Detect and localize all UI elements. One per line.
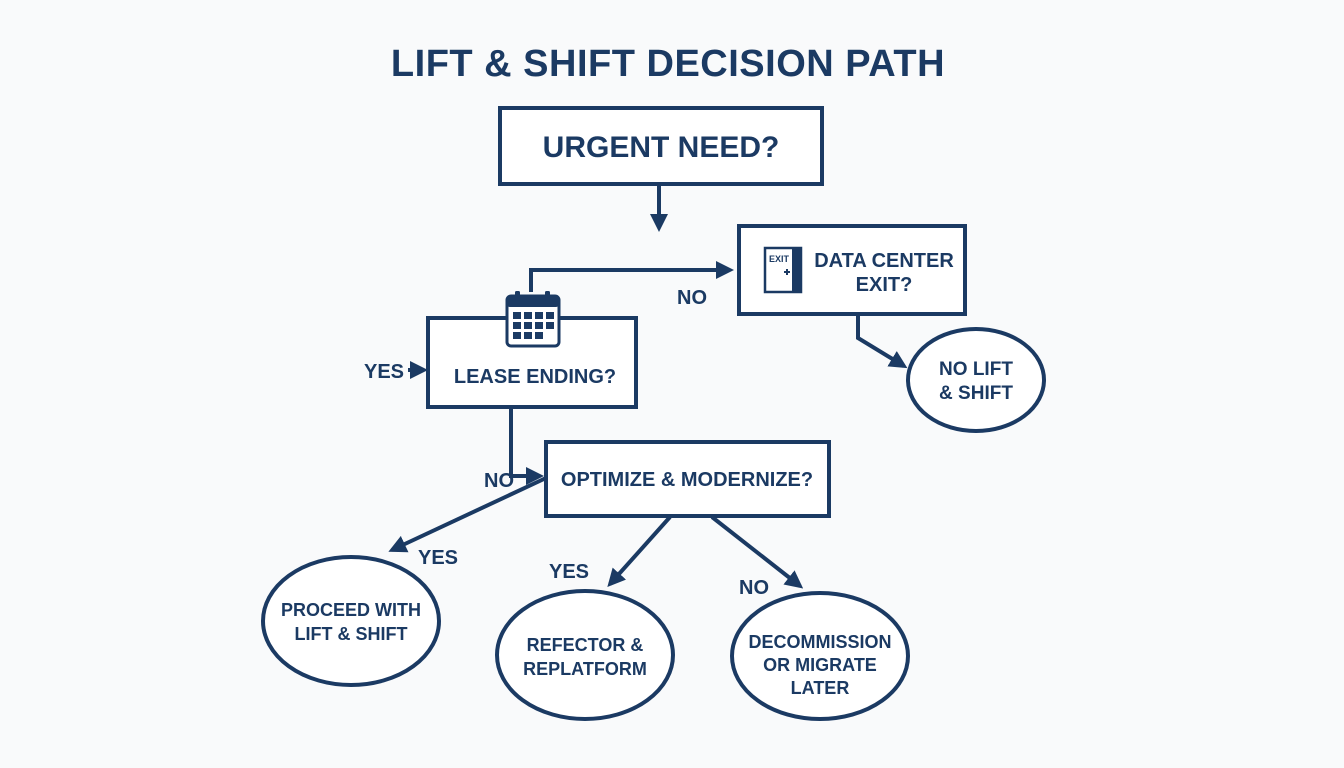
exit-sign-text: EXIT — [769, 254, 790, 264]
edge-to-decommission — [710, 515, 804, 589]
node-proceed-line1: PROCEED WITH — [281, 600, 421, 620]
node-urgent-need-label: URGENT NEED? — [543, 131, 780, 164]
node-no-lift-shift-line1: NO LIFT — [939, 359, 1013, 380]
node-lease-ending-label: LEASE ENDING? — [454, 366, 616, 388]
node-proceed-line2: LIFT & SHIFT — [295, 624, 408, 644]
node-refactor-line2: REPLATFORM — [523, 659, 647, 679]
node-decommission-line3: LATER — [791, 678, 850, 698]
node-no-lift-shift — [906, 327, 1046, 433]
edge-label-urgent-no: NO — [677, 287, 707, 309]
node-decommission — [730, 591, 910, 721]
edge-to-data-center-exit — [529, 261, 734, 292]
edge-to-proceed — [388, 476, 547, 553]
edge-exit-to-no-lift — [856, 316, 908, 369]
node-data-center-exit-line2: EXIT? — [856, 274, 913, 296]
calendar-icon — [505, 291, 561, 348]
edge-label-lease-yes: YES — [364, 361, 404, 383]
node-proceed-lift-shift — [261, 555, 441, 687]
node-decommission-line1: DECOMMISSION — [748, 632, 891, 652]
edge-to-refactor — [607, 515, 672, 587]
edge-label-proceed-yes: YES — [418, 547, 458, 569]
edge-label-optimize-yes: YES — [549, 561, 589, 583]
edge-label-lease-no: NO — [484, 470, 514, 492]
node-urgent-need — [498, 106, 824, 186]
node-optimize-modernize — [544, 440, 831, 518]
node-data-center-exit-line1: DATA CENTER — [814, 250, 954, 272]
edge-label-optimize-no: NO — [739, 577, 769, 599]
edge-lease-no — [509, 407, 544, 485]
node-no-lift-shift-line2: & SHIFT — [939, 383, 1013, 404]
page-title: LIFT & SHIFT DECISION PATH — [391, 43, 945, 85]
node-optimize-modernize-label: OPTIMIZE & MODERNIZE? — [561, 469, 813, 491]
node-refactor-replatform — [495, 589, 675, 721]
exit-door-icon: EXIT — [763, 246, 803, 294]
node-decommission-line2: OR MIGRATE — [763, 655, 877, 675]
node-refactor-line1: REFECTOR & — [527, 635, 644, 655]
